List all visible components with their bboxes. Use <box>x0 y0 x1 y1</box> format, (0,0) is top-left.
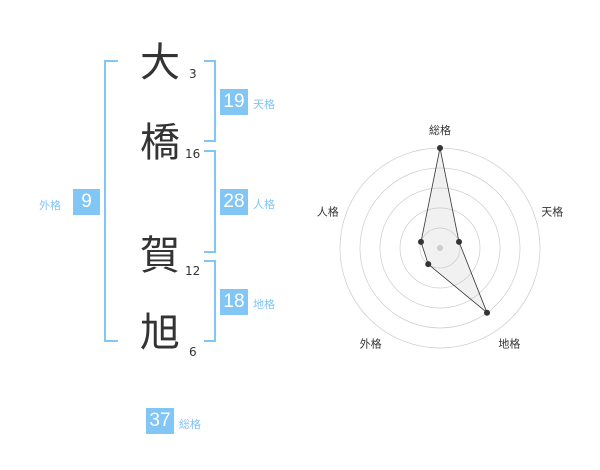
radar-ring <box>379 187 501 309</box>
tenkaku-bracket <box>204 60 216 142</box>
radar-point <box>437 145 443 151</box>
stroke-count-1: 3 <box>189 67 197 81</box>
soukaku-value: 37 <box>146 408 174 434</box>
radar-axis-label: 総格 <box>429 123 451 137</box>
jinkaku-bracket <box>204 150 216 253</box>
jinkaku-label: 人格 <box>253 198 275 211</box>
chikaku-bracket <box>204 260 216 342</box>
chikaku-value: 18 <box>220 289 248 315</box>
stroke-count-3: 12 <box>185 264 201 278</box>
tenkaku-value: 19 <box>220 89 248 115</box>
radar-polygon <box>420 147 488 314</box>
gaikaku-value: 9 <box>73 189 100 215</box>
radar-point <box>425 261 432 268</box>
radar-ring <box>359 167 521 329</box>
chikaku-label: 地格 <box>253 298 275 311</box>
soukaku-label: 総格 <box>179 418 201 431</box>
radar-axis-label: 地格 <box>498 336 520 350</box>
tenkaku-label: 天格 <box>253 98 275 111</box>
radar-axis-label: 人格 <box>317 205 339 219</box>
radar-point <box>417 238 424 245</box>
jinkaku-value: 28 <box>220 189 248 215</box>
radar-axis-label: 天格 <box>541 205 563 219</box>
stroke-count-4: 6 <box>189 345 197 359</box>
name-char-1: 大 <box>140 40 180 86</box>
name-char-3: 賀 <box>140 233 180 279</box>
gaikaku-label: 外格 <box>39 199 61 212</box>
radar-center <box>437 245 443 251</box>
radar-ring <box>399 207 481 289</box>
name-char-4: 旭 <box>140 310 180 356</box>
stroke-count-2: 16 <box>185 147 201 161</box>
radar-ring <box>419 227 461 269</box>
radar-point <box>484 309 491 316</box>
name-char-2: 橋 <box>140 120 180 166</box>
gaikaku-bracket <box>104 60 118 342</box>
radar-axis-label: 外格 <box>360 336 382 350</box>
radar-point <box>456 238 463 245</box>
